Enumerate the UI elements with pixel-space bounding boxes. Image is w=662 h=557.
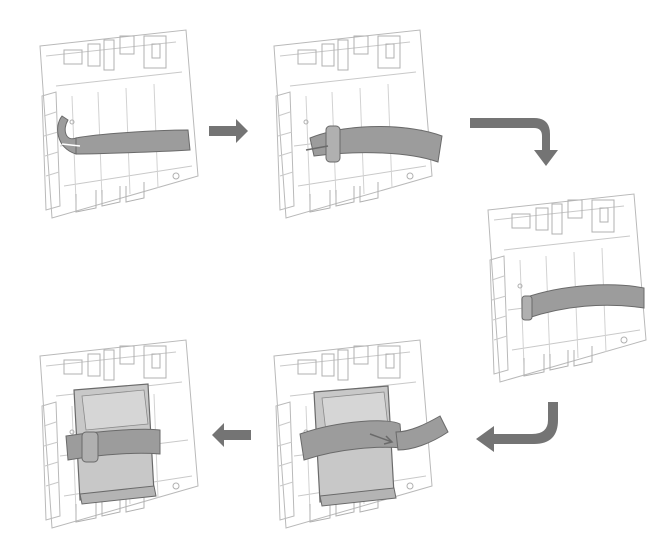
step-2-panel bbox=[273, 29, 443, 219]
step-3-panel bbox=[487, 193, 647, 383]
arrow-right-1 bbox=[209, 119, 248, 143]
step-5-panel bbox=[39, 339, 199, 529]
arrow-curved-down-1 bbox=[470, 118, 558, 166]
step-1-panel bbox=[39, 29, 199, 219]
step-4-panel bbox=[273, 339, 449, 529]
arrow-left-1 bbox=[212, 423, 251, 447]
arrow-curved-down-left-1 bbox=[476, 402, 558, 452]
